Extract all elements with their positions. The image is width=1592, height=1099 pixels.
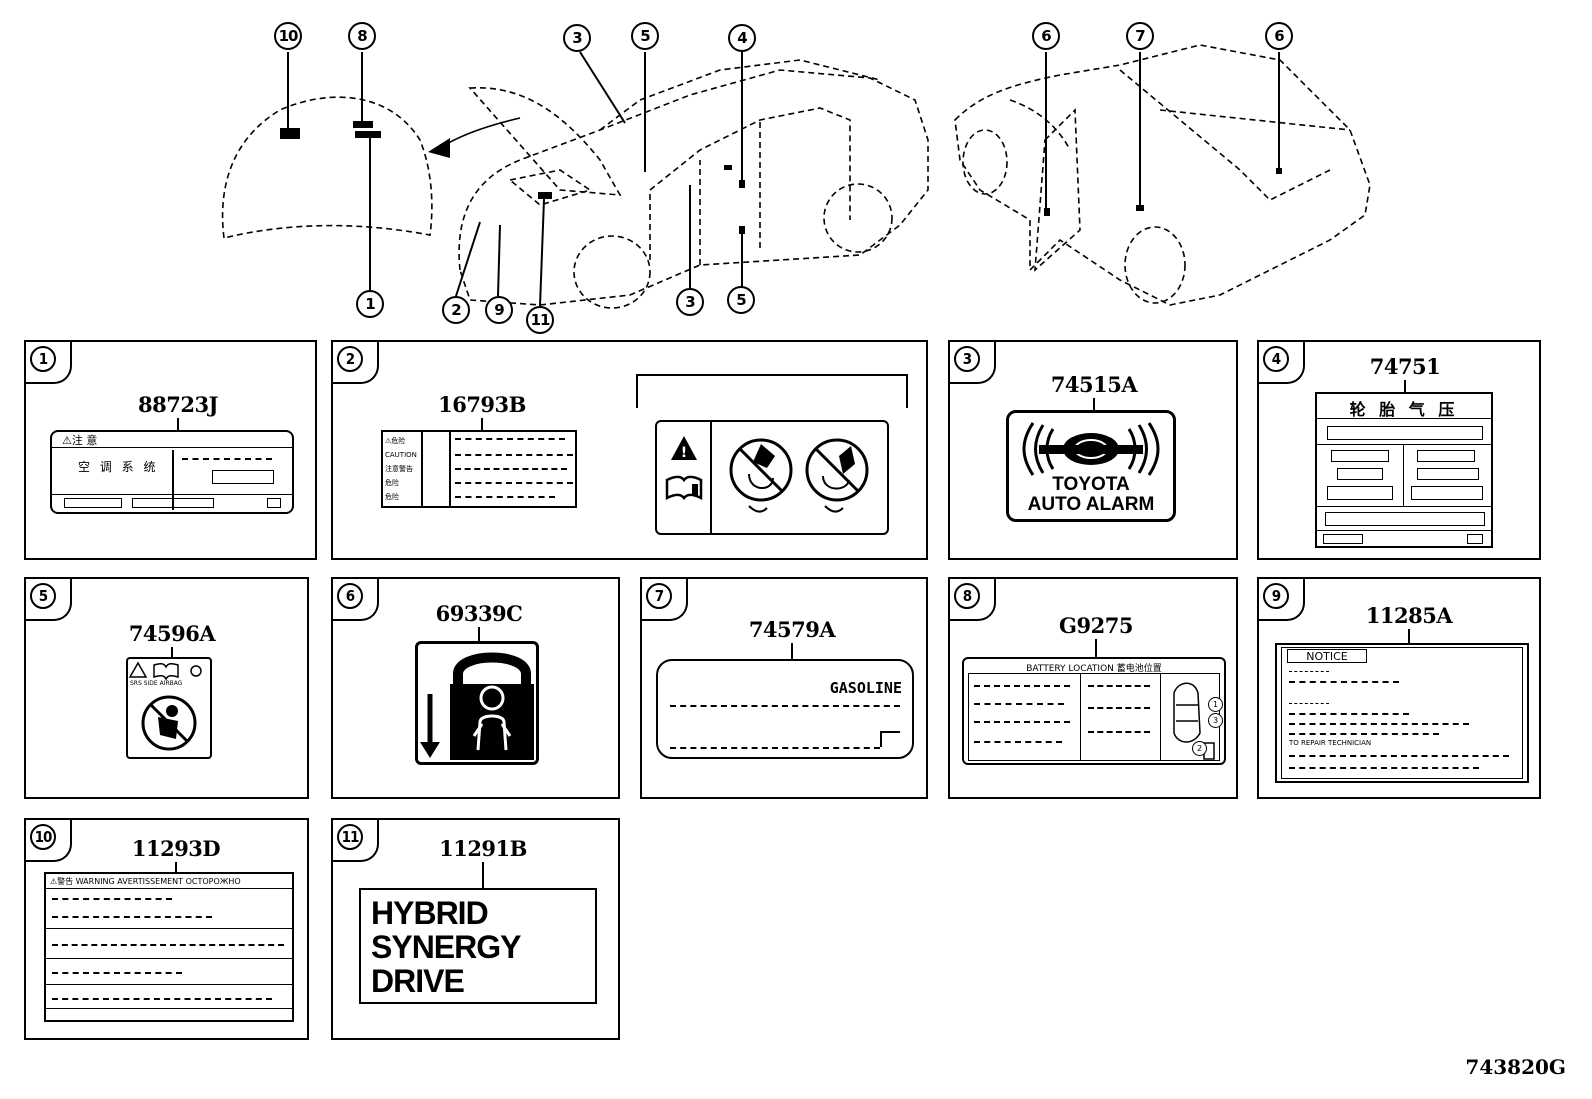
part-index: 10 (30, 824, 56, 850)
label-line-1: TOYOTA (1052, 474, 1130, 495)
child-lock-icon (420, 652, 534, 760)
label-text: TO REPAIR TECHNICIAN (1289, 739, 1372, 747)
callout-1: 1 (356, 290, 384, 318)
part-number: 16793B (438, 392, 526, 417)
part-panel-9: 9 11285A NOTICE TO REPAIR TECHNICIAN (1257, 577, 1541, 799)
part-index: 9 (1263, 583, 1289, 609)
part-panel-4: 4 74751 轮 胎 气 压 (1257, 340, 1541, 560)
label-text: GASOLINE (829, 679, 902, 697)
part-panel-11: 11 11291B HYBRID SYNERGY DRIVE (331, 818, 620, 1040)
callout-6-left: 6 (1032, 22, 1060, 50)
marker-3: 3 (1208, 713, 1223, 728)
part-index: 5 (30, 583, 56, 609)
warning-label: ⚠警告 WARNING AVERTISSEMENT ОСТОРОЖНО (44, 872, 294, 1022)
alarm-siren-icon (1022, 422, 1160, 476)
callout-7: 7 (1126, 22, 1154, 50)
manual-book-icon (665, 475, 703, 501)
vehicle-illustration: 10 8 1 3 5 4 2 9 11 3 5 6 7 6 (0, 0, 1592, 334)
callout-3-bottom: 3 (676, 288, 704, 316)
label-body: 空 调 系 统 (78, 460, 159, 474)
part-number: 88723J (138, 392, 219, 417)
no-rear-child-seat-icon (729, 438, 793, 513)
callout-9: 9 (485, 296, 513, 324)
svg-text:!: ! (681, 445, 687, 461)
part-panel-1: 1 88723J ⚠注 意 空 调 系 统 (24, 340, 317, 560)
part-index: 6 (337, 583, 363, 609)
callout-5-top: 5 (631, 22, 659, 50)
notice-label: NOTICE TO REPAIR TECHNICIAN (1275, 643, 1529, 783)
hood-outline (221, 96, 433, 239)
warning-triangle-icon (128, 661, 148, 678)
part-panel-5: 5 74596A SRS SIDE AIRBAG (24, 577, 309, 799)
part-number: G9275 (1059, 613, 1133, 638)
side-airbag-pictogram (128, 661, 202, 751)
label-line-2: SYNERGY (371, 929, 521, 965)
part-panel-10: 10 11293D ⚠警告 WARNING AVERTISSEMENT ОСТО… (24, 818, 309, 1040)
part-panel-2: 2 16793B ⚠危险 CAUTION 注意警告 危险 危险 ! (331, 340, 928, 560)
warning-triangle-icon (671, 436, 697, 460)
label-header: NOTICE (1287, 649, 1367, 663)
label-line-2: AUTO ALARM (1027, 494, 1155, 515)
hybrid-synergy-drive-label: HYBRID SYNERGY DRIVE (359, 888, 597, 1004)
marker-2: 2 (1192, 741, 1207, 756)
part-index: 1 (30, 346, 56, 372)
rear-car-body (954, 44, 1371, 306)
label-small-text: SRS SIDE AIRBAG (130, 680, 183, 687)
part-index: 2 (337, 346, 363, 372)
label-illustration: ⚠危险 CAUTION 注意警告 危险 危险 (381, 430, 577, 508)
callout-4: 4 (728, 24, 756, 52)
part-number: 11285A (1365, 603, 1453, 628)
label-header: BATTERY LOCATION 蓄电池位置 (1026, 664, 1162, 674)
label-line-1: HYBRID (371, 895, 489, 931)
battery-location-label: BATTERY LOCATION 蓄电池位置 1 3 2 (962, 657, 1226, 765)
child-lock-label (415, 641, 539, 765)
label-markers (280, 121, 1282, 234)
auto-alarm-label: TOYOTA AUTO ALARM (1006, 410, 1176, 522)
no-child-leaning-icon (141, 695, 197, 751)
part-panel-7: 7 74579A GASOLINE (640, 577, 928, 799)
airbag-warning-label: ! (655, 420, 889, 535)
vehicle-drawings (221, 44, 1371, 309)
label-header: ⚠注 意 (52, 432, 292, 448)
figure-code: 743820G (1465, 1055, 1566, 1079)
part-panel-8: 8 G9275 BATTERY LOCATION 蓄电池位置 1 3 2 (948, 577, 1238, 799)
part-number: 74515A (1050, 372, 1138, 397)
part-number: 11291B (439, 836, 527, 861)
part-number: 74751 (1369, 354, 1441, 379)
callout-5-bottom: 5 (727, 286, 755, 314)
part-index: 8 (954, 583, 980, 609)
callout-3-top: 3 (563, 24, 591, 52)
label-header: ⚠警告 WARNING AVERTISSEMENT ОСТОРОЖНО (50, 877, 241, 886)
part-number: 69339C (435, 601, 523, 626)
part-number: 74596A (128, 621, 216, 646)
callout-leaders (287, 51, 1280, 307)
label-illustration: ⚠注 意 空 调 系 统 (50, 430, 294, 514)
callout-6-right: 6 (1265, 22, 1293, 50)
part-index: 3 (954, 346, 980, 372)
marker-1: 1 (1208, 697, 1223, 712)
fuel-type-label: GASOLINE (656, 659, 914, 759)
callout-10: 10 (274, 22, 302, 50)
part-index: 11 (337, 824, 363, 850)
no-front-child-seat-icon (805, 438, 869, 513)
part-panel-6: 6 69339C (331, 577, 620, 799)
part-number: 74579A (748, 617, 836, 642)
manual-book-icon (153, 662, 179, 681)
part-panel-3: 3 74515A TOYOTA AUTO ALARM (948, 340, 1238, 560)
tire-pressure-label: 轮 胎 气 压 (1315, 392, 1493, 548)
part-index: 4 (1263, 346, 1289, 372)
callout-11: 11 (526, 306, 554, 334)
side-airbag-label: SRS SIDE AIRBAG (126, 657, 212, 759)
part-index: 7 (646, 583, 672, 609)
callout-2: 2 (442, 296, 470, 324)
front-car-body (458, 69, 929, 306)
callout-8: 8 (348, 22, 376, 50)
part-number: 11293D (131, 836, 221, 861)
airbag-pictogram: ! (665, 422, 869, 533)
label-header: 轮 胎 气 压 (1349, 400, 1459, 419)
label-line-3: DRIVE (371, 963, 465, 999)
